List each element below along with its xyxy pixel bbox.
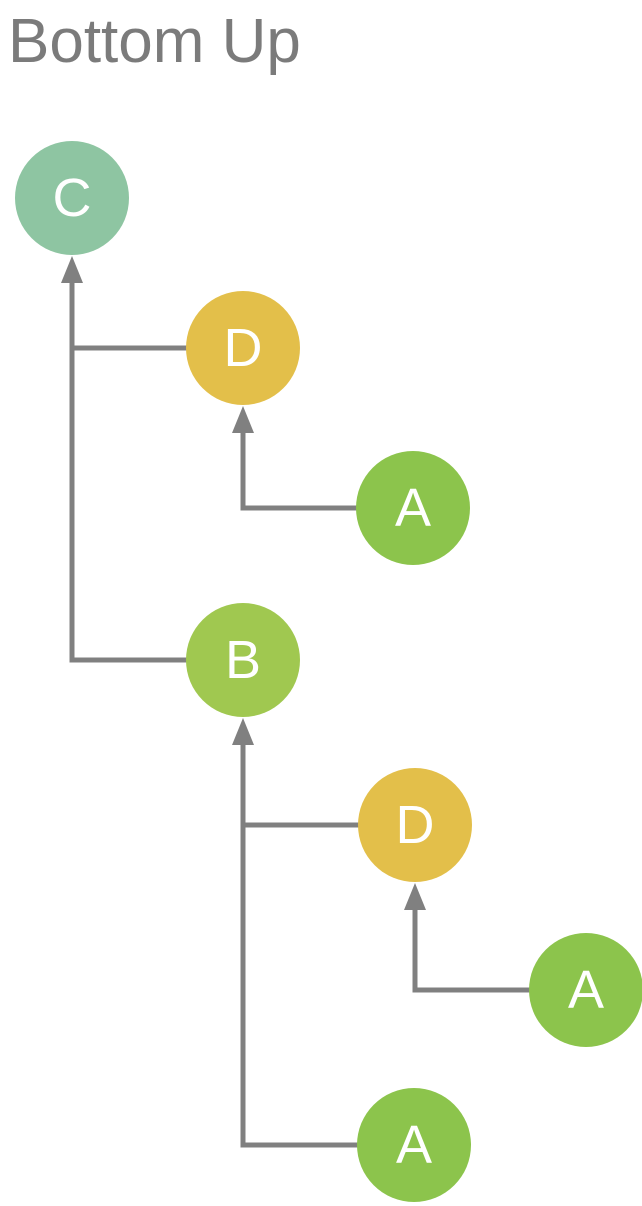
arrowhead-d2 bbox=[404, 883, 426, 910]
node-d2: D bbox=[358, 768, 472, 882]
node-a1: A bbox=[356, 451, 470, 565]
arrowhead-d1 bbox=[232, 406, 254, 433]
node-c: C bbox=[15, 141, 129, 255]
node-a2: A bbox=[529, 933, 642, 1047]
arrowhead-b bbox=[232, 718, 254, 745]
page-title: Bottom Up bbox=[8, 7, 301, 76]
node-d1: D bbox=[186, 291, 300, 405]
node-a3: A bbox=[357, 1088, 471, 1202]
node-b: B bbox=[186, 603, 300, 717]
arrowhead-c bbox=[61, 256, 83, 283]
